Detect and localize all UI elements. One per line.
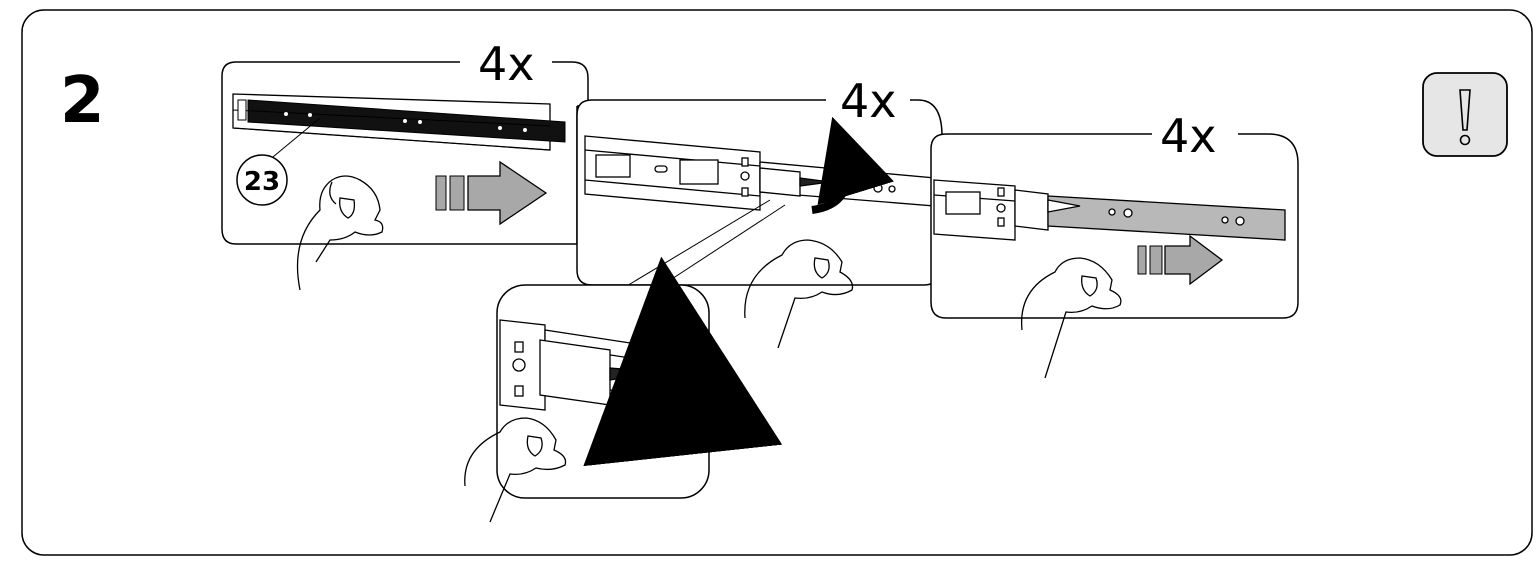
rotate-lever-arrow (811, 116, 894, 214)
notice-exclamation-icon (1422, 72, 1508, 157)
hand-icon (296, 175, 384, 291)
panel-zoom-detail (464, 256, 783, 523)
panel-2-quantity: 4x (840, 74, 897, 128)
hand-icon (744, 239, 854, 349)
drawer-rail-separated (933, 179, 1286, 241)
panel-separate-inner-rail: 4x (930, 109, 1299, 379)
panel-pull-out: 4x 23 (221, 37, 589, 291)
panel-unlock-lever: 4x (576, 74, 943, 349)
hand-icon (464, 417, 567, 523)
part-number-badge (236, 154, 288, 206)
drawer-rail-closed (232, 93, 566, 151)
part-number-label: 23 (244, 167, 280, 197)
push-direction-arrow (435, 160, 548, 226)
rotate-lever-arrow-large (583, 256, 783, 467)
panel-1-quantity: 4x (478, 37, 535, 91)
pull-direction-arrow (1137, 234, 1224, 286)
panel-3-quantity: 4x (1160, 109, 1217, 163)
step-number: 2 (60, 64, 105, 138)
hand-icon (1020, 257, 1122, 379)
